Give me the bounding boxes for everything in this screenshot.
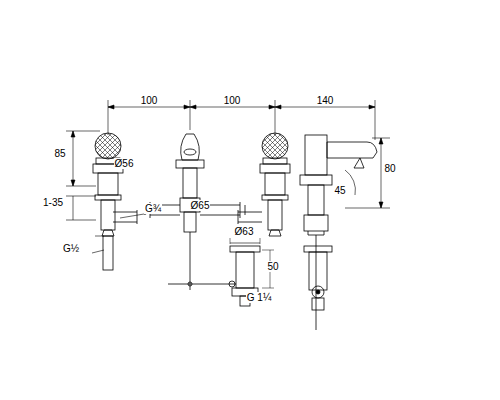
dimension-label: 45 [333, 185, 346, 196]
dimension-label: 50 [266, 261, 279, 272]
dimension-label: 1-35 [42, 197, 64, 208]
dimension-label: Ø56 [114, 158, 135, 169]
dimension-label: 100 [140, 95, 159, 106]
dimension-label: Ø63 [234, 226, 255, 237]
dimension-label: G½ [62, 243, 80, 254]
dimension-label: G¾ [144, 203, 162, 214]
dimension-label: 85 [53, 148, 66, 159]
dimension-label: Ø65 [190, 200, 211, 211]
dimension-label: 100 [223, 95, 242, 106]
dimension-label: 80 [383, 163, 396, 174]
dimension-label: 140 [316, 95, 335, 106]
dimension-label: G 1¼ [246, 292, 272, 303]
